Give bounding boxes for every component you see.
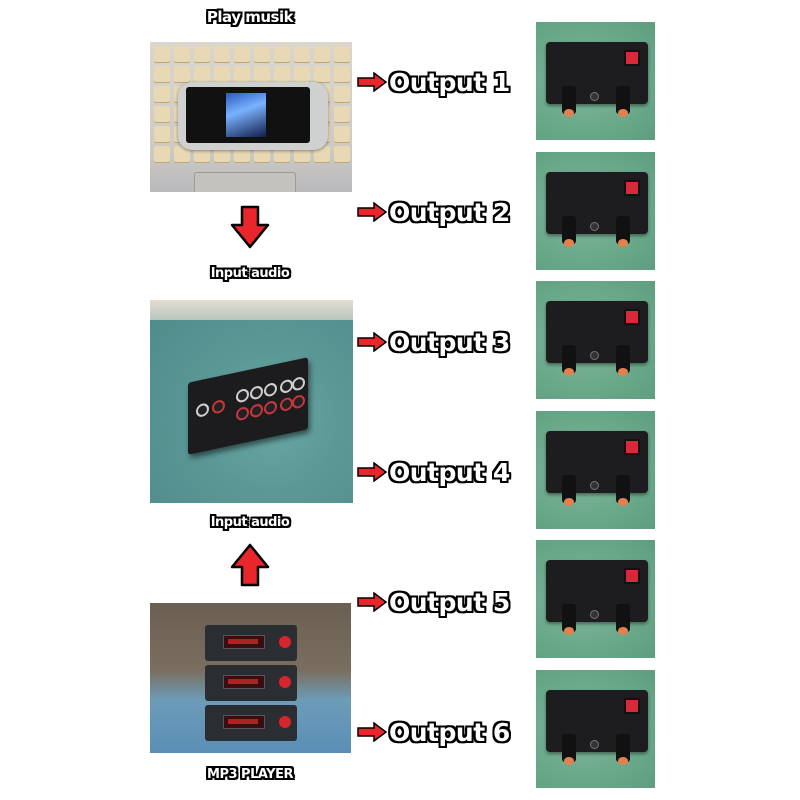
volume-knob <box>616 604 630 635</box>
power-switch <box>624 439 640 455</box>
output-row-2: Output 2 <box>357 196 532 228</box>
arrow-right-icon <box>357 332 387 352</box>
output-label: Output 4 <box>389 457 510 487</box>
output-row-4: Output 4 <box>357 456 532 488</box>
output-label: Output 3 <box>389 327 510 357</box>
mp3-unit <box>205 705 297 741</box>
output-device-photo-2 <box>536 152 655 270</box>
smartphone <box>178 82 328 150</box>
arrow-up-icon <box>230 543 270 587</box>
phone-photo <box>150 42 352 192</box>
power-switch <box>624 698 640 714</box>
splitter-box <box>188 357 308 455</box>
power-switch <box>624 568 640 584</box>
volume-knob <box>562 475 576 506</box>
input-audio-caption-top: Input audio <box>210 266 290 281</box>
output-label: Output 5 <box>389 587 510 617</box>
arrow-right-icon <box>357 592 387 612</box>
power-switch <box>624 309 640 325</box>
audio-switch-photo <box>150 300 353 503</box>
output-device-photo-5 <box>536 540 655 658</box>
output-row-1: Output 1 <box>357 66 532 98</box>
volume-knob <box>616 475 630 506</box>
volume-knob <box>562 604 576 635</box>
volume-knob <box>616 345 630 376</box>
volume-knob <box>616 734 630 765</box>
volume-knob <box>562 216 576 247</box>
arrow-down-icon <box>230 205 270 249</box>
mp3-unit <box>205 625 297 661</box>
volume-knob <box>562 86 576 117</box>
arrow-right-icon <box>357 202 387 222</box>
output-row-3: Output 3 <box>357 326 532 358</box>
mp3-unit <box>205 665 297 701</box>
volume-knob <box>616 86 630 117</box>
output-label: Output 2 <box>389 197 510 227</box>
volume-knob <box>562 734 576 765</box>
input-audio-caption-bottom: Input audio <box>210 515 290 530</box>
output-row-5: Output 5 <box>357 586 532 618</box>
output-device-photo-4 <box>536 411 655 529</box>
output-label: Output 6 <box>389 717 510 747</box>
arrow-right-icon <box>357 462 387 482</box>
volume-knob <box>562 345 576 376</box>
arrow-right-icon <box>357 72 387 92</box>
arrow-right-icon <box>357 722 387 742</box>
power-switch <box>624 180 640 196</box>
mp3-player-caption: MP3 PLAYER <box>207 767 293 782</box>
output-device-photo-1 <box>536 22 655 140</box>
output-row-6: Output 6 <box>357 716 532 748</box>
play-music-caption: Play musik <box>206 8 294 26</box>
power-switch <box>624 50 640 66</box>
mp3-player-photo <box>150 603 351 753</box>
output-device-photo-6 <box>536 670 655 788</box>
output-label: Output 1 <box>389 67 510 97</box>
laptop-trackpad <box>194 172 296 192</box>
volume-knob <box>616 216 630 247</box>
output-device-photo-3 <box>536 281 655 399</box>
